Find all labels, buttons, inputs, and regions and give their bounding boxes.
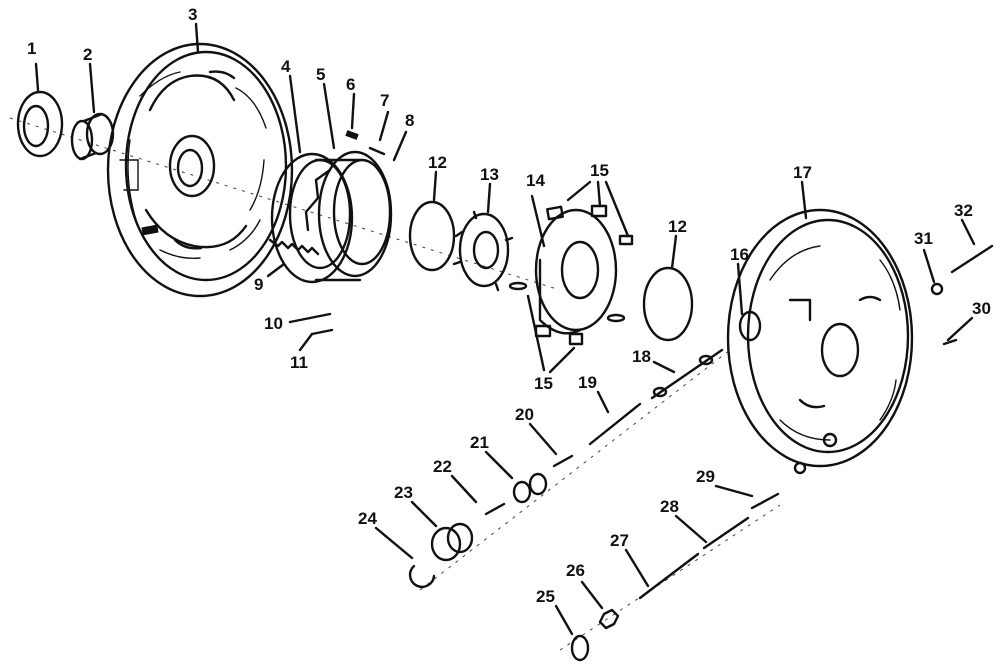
part-seal [16,90,64,158]
axis-line-lower-b [559,504,781,651]
callout-5: 5 [316,65,326,84]
callout-17: 17 [793,163,812,182]
callout-32: 32 [954,201,973,220]
part-small-pins [345,130,386,156]
callout-3: 3 [188,5,198,24]
callout-26: 26 [566,561,585,580]
part-pump-cover [106,42,294,298]
part-valve-27 [638,552,700,600]
callout-25: 25 [536,587,555,606]
part-stator-body [508,204,634,346]
callout-14: 14 [526,171,545,190]
axis-line-upper [9,117,561,291]
part-snap-ring-24 [408,564,436,589]
callout-7: 7 [380,91,390,110]
callout-10: 10 [264,314,283,333]
callout-13: 13 [480,165,499,184]
part-spring-29 [750,492,780,510]
callout-22: 22 [433,457,452,476]
part-sleeve-23 [430,522,474,562]
callout-16: 16 [730,245,749,264]
part-spring-19 [588,402,642,446]
callout-24: 24 [358,509,377,528]
callout-12-right: 12 [668,217,687,236]
callout-11: 11 [290,353,308,372]
callout-20: 20 [515,405,534,424]
part-spring-and-keys [268,238,334,336]
part-ring-25 [570,634,590,662]
callout-31: 31 [914,229,933,248]
part-bushing [70,112,115,161]
part-clip-26 [598,608,620,630]
callout-27: 27 [610,531,629,550]
part-gear-ring-set [270,150,393,284]
callout-21: 21 [470,433,489,452]
callout-15-bottom: 15 [534,374,553,393]
callout-1: 1 [27,39,37,58]
part-splined-plate [452,210,514,292]
part-spring-28 [702,516,750,550]
callout-12-left: 12 [428,153,447,172]
axis-line-lower-a [419,349,731,591]
part-pump-housing [726,208,914,475]
callout-28: 28 [660,497,679,516]
callout-2: 2 [83,45,93,64]
part-plunger-22 [484,502,506,516]
part-pin-20 [552,454,574,468]
callout-4: 4 [281,57,291,76]
leader-lines [34,22,976,636]
callout-6: 6 [346,75,356,94]
part-valve-21 [512,472,548,504]
callout-8: 8 [405,111,415,130]
callout-23: 23 [394,483,413,502]
callout-9: 9 [254,275,264,294]
callout-19: 19 [578,373,597,392]
part-o-rings [408,200,694,342]
callout-18: 18 [632,347,651,366]
part-valve-18 [650,348,724,400]
callout-15-top: 15 [590,161,609,180]
callout-30: 30 [972,299,991,318]
callout-29: 29 [696,467,715,486]
part-plug-ball-spring [930,244,994,346]
